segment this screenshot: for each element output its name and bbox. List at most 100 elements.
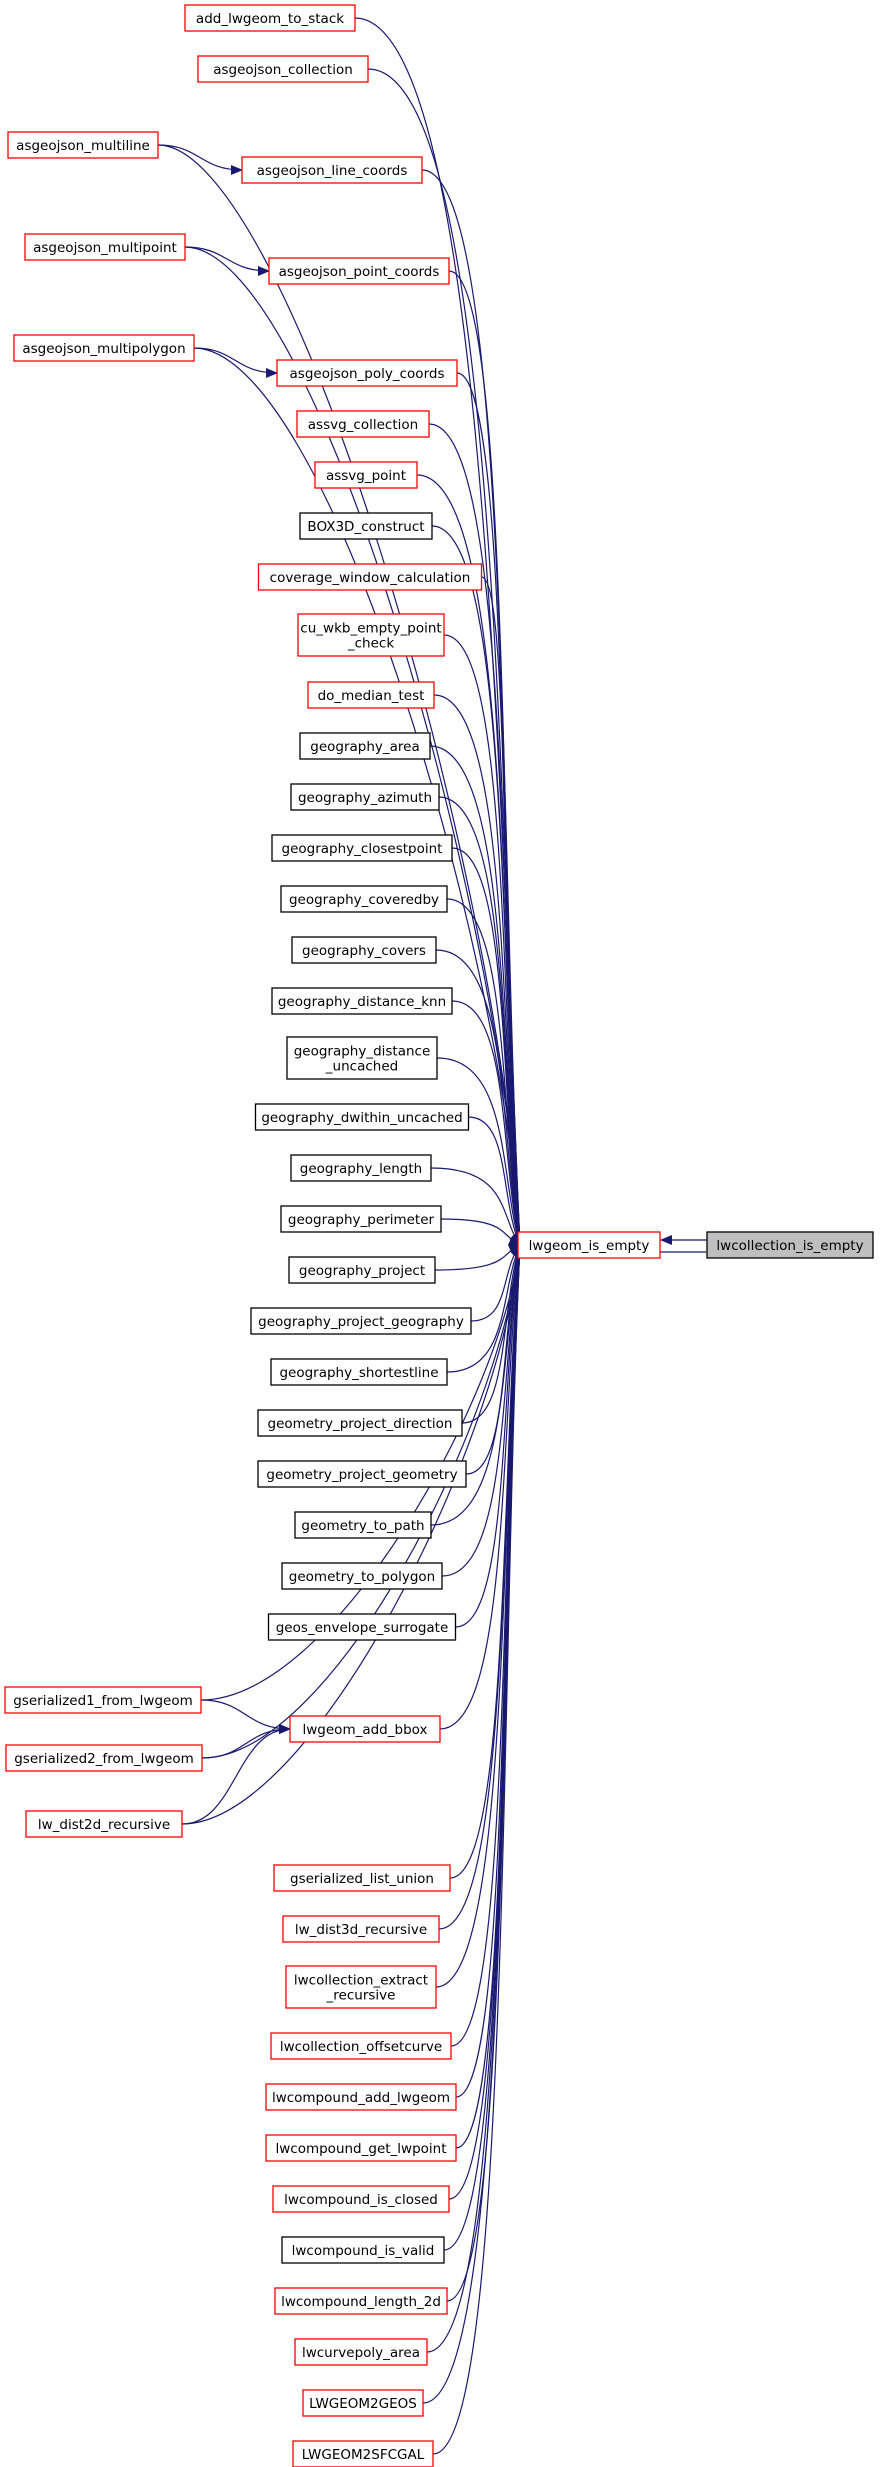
node-geography-azimuth[interactable]: geography_azimuth: [290, 783, 440, 811]
node-assvg-collection[interactable]: assvg_collection: [296, 410, 430, 438]
node-lwcompound-is-valid[interactable]: lwcompound_is_valid: [281, 2236, 445, 2264]
node-label: gserialized1_from_lwgeom: [13, 1693, 193, 1709]
node-geometry-to-polygon[interactable]: geometry_to_polygon: [281, 1562, 443, 1590]
node-geometry-to-path[interactable]: geometry_to_path: [294, 1511, 432, 1539]
node-lwcollection-extract-recursive[interactable]: lwcollection_extract_recursive: [285, 1965, 437, 2009]
node-label: lwcurvepoly_area: [302, 2345, 420, 2361]
node-label: gserialized_list_union: [290, 1871, 434, 1887]
node-box: [296, 410, 430, 438]
node-gserialized1-from-lwgeom[interactable]: gserialized1_from_lwgeom: [4, 1686, 202, 1714]
node-lwgeom-is-empty[interactable]: lwgeom_is_empty: [517, 1231, 661, 1259]
node-label: geography_covers: [302, 943, 426, 959]
node-geography-shortestline[interactable]: geography_shortestline: [270, 1358, 448, 1386]
node-box: [289, 1715, 441, 1743]
node-coverage-window-calculation[interactable]: coverage_window_calculation: [257, 563, 483, 591]
edge-geography-covers-to-lwgeom-is-empty: [435, 949, 523, 1246]
node-lwgeom-add-bbox[interactable]: lwgeom_add_bbox: [289, 1715, 441, 1743]
node-geometry-project-direction[interactable]: geometry_project_direction: [257, 1409, 463, 1437]
node-box: [294, 1511, 432, 1539]
node-lwcompound-add-lwgeom[interactable]: lwcompound_add_lwgeom: [265, 2083, 457, 2111]
node-asgeojson-collection[interactable]: asgeojson_collection: [197, 55, 369, 83]
node-box: [272, 2185, 450, 2213]
node-geography-perimeter[interactable]: geography_perimeter: [280, 1205, 442, 1233]
edge-asgeojson-multiline-to-asgeojson-line-coords: [157, 144, 243, 175]
node-geography-length[interactable]: geography_length: [290, 1154, 432, 1182]
node-lwgeom2geos[interactable]: LWGEOM2GEOS: [302, 2389, 424, 2417]
node-label: lwcompound_add_lwgeom: [272, 2090, 450, 2106]
node-label: geometry_project_geometry: [266, 1467, 457, 1483]
node-box: [299, 512, 433, 540]
node-label: lwcompound_get_lwpoint: [275, 2141, 446, 2157]
node-asgeojson-poly-coords[interactable]: asgeojson_poly_coords: [276, 359, 458, 387]
node-do-median-test[interactable]: do_median_test: [307, 681, 435, 709]
node-geography-project-geography[interactable]: geography_project_geography: [250, 1307, 472, 1335]
node-box: [265, 2134, 457, 2162]
node-label: lw_dist2d_recursive: [38, 1817, 170, 1833]
edge-geography-distance-uncached-to-lwgeom-is-empty: [436, 1057, 522, 1246]
node-lwcompound-length-2d[interactable]: lwcompound_length_2d: [274, 2287, 448, 2315]
node-box: [706, 1231, 874, 1259]
node-assvg-point[interactable]: assvg_point: [314, 461, 418, 489]
node-lwcollection-is-empty[interactable]: lwcollection_is_empty: [706, 1231, 874, 1259]
node-lwcompound-get-lwpoint[interactable]: lwcompound_get_lwpoint: [265, 2134, 457, 2162]
node-label: asgeojson_multipoint: [33, 240, 177, 256]
edge-lwgeom2sfcgal-to-lwgeom-is-empty: [432, 1244, 525, 2455]
node-label: BOX3D_construct: [307, 519, 424, 535]
node-label: lwgeom_add_bbox: [303, 1722, 428, 1738]
node-box: [271, 834, 453, 862]
node-geography-closestpoint[interactable]: geography_closestpoint: [271, 834, 453, 862]
edge-geography-dwithin-uncached-to-lwgeom-is-empty: [468, 1116, 521, 1246]
node-box: [280, 885, 448, 913]
node-asgeojson-multiline[interactable]: asgeojson_multiline: [7, 131, 159, 159]
node-lwgeom2sfcgal[interactable]: LWGEOM2SFCGAL: [292, 2440, 434, 2467]
node-label: lwcompound_is_closed: [284, 2192, 438, 2208]
node-geometry-project-geometry[interactable]: geometry_project_geometry: [257, 1460, 467, 1488]
node-geos-envelope-surrogate[interactable]: geos_envelope_surrogate: [267, 1613, 457, 1641]
node-gserialized-list-union[interactable]: gserialized_list_union: [273, 1864, 451, 1892]
node-geography-area[interactable]: geography_area: [299, 732, 431, 760]
edge-geography-project-to-lwgeom-is-empty: [434, 1244, 521, 1271]
node-box: [292, 2440, 434, 2467]
node-label: geography_project: [299, 1263, 425, 1279]
node-label: asgeojson_collection: [213, 62, 353, 78]
node-label: geography_perimeter: [288, 1212, 435, 1228]
node-box: [24, 233, 186, 261]
node-lwcompound-is-closed[interactable]: lwcompound_is_closed: [272, 2185, 450, 2213]
node-box: [294, 2338, 428, 2366]
node-geography-dwithin-uncached[interactable]: geography_dwithin_uncached: [254, 1103, 470, 1131]
node-asgeojson-line-coords[interactable]: asgeojson_line_coords: [241, 156, 423, 184]
node-asgeojson-multipoint[interactable]: asgeojson_multipoint: [24, 233, 186, 261]
node-label: asgeojson_multiline: [16, 138, 150, 154]
node-box3d-construct[interactable]: BOX3D_construct: [299, 512, 433, 540]
node-label: gserialized2_from_lwgeom: [14, 1751, 194, 1767]
node-geography-covers[interactable]: geography_covers: [291, 936, 437, 964]
node-box: [274, 2287, 448, 2315]
node-label: asgeojson_line_coords: [257, 163, 408, 179]
node-label: geos_envelope_surrogate: [276, 1620, 449, 1636]
edge-lw-dist2d-recursive-to-lwgeom-is-empty: [181, 1244, 524, 1825]
node-box: [299, 732, 431, 760]
node-box: [517, 1231, 661, 1259]
node-cu-wkb-empty-point-check[interactable]: cu_wkb_empty_point_check: [297, 613, 445, 657]
node-box: [288, 1256, 436, 1284]
node-label: geography_azimuth: [298, 790, 432, 806]
node-geography-coveredby[interactable]: geography_coveredby: [280, 885, 448, 913]
node-lw-dist3d-recursive[interactable]: lw_dist3d_recursive: [282, 1915, 440, 1943]
node-label: geography_dwithin_uncached: [261, 1110, 462, 1126]
node-label: geometry_project_direction: [268, 1416, 453, 1432]
node-lw-dist2d-recursive[interactable]: lw_dist2d_recursive: [25, 1810, 183, 1838]
node-lwcurvepoly-area[interactable]: lwcurvepoly_area: [294, 2338, 428, 2366]
node-geography-project[interactable]: geography_project: [288, 1256, 436, 1284]
node-asgeojson-multipolygon[interactable]: asgeojson_multipolygon: [13, 334, 195, 362]
node-label: assvg_collection: [308, 417, 418, 433]
node-add-lwgeom-to-stack[interactable]: add_lwgeom_to_stack: [184, 4, 356, 32]
node-box: [197, 55, 369, 83]
node-label: geography_distance_uncached: [294, 1044, 431, 1075]
node-geography-distance-uncached[interactable]: geography_distance_uncached: [286, 1036, 438, 1080]
edge-layer: [157, 17, 707, 2455]
node-geography-distance-knn[interactable]: geography_distance_knn: [271, 987, 453, 1015]
node-gserialized2-from-lwgeom[interactable]: gserialized2_from_lwgeom: [5, 1744, 203, 1772]
node-asgeojson-point-coords[interactable]: asgeojson_point_coords: [268, 257, 450, 285]
node-lwcollection-offsetcurve[interactable]: lwcollection_offsetcurve: [270, 2032, 452, 2060]
